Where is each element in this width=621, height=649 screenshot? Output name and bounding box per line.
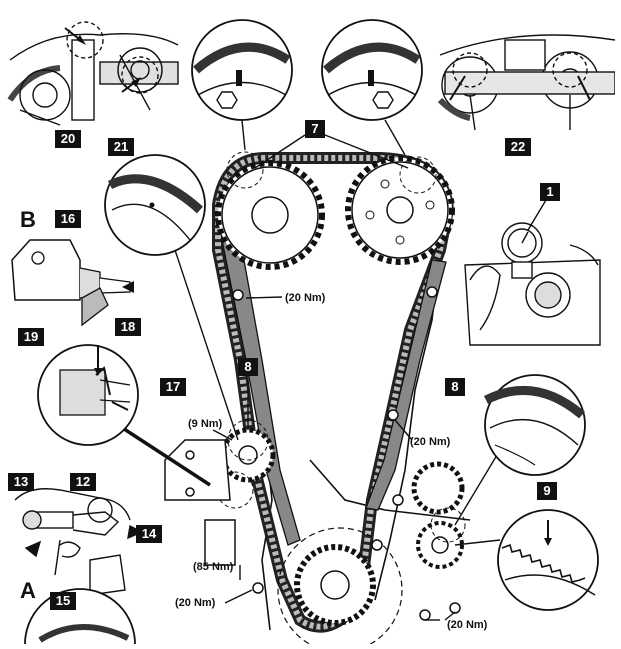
torque-20nm-right: (20 Nm)	[410, 436, 451, 448]
dial-gauge-detail	[464, 199, 601, 346]
magnifier-sprocket-closeup	[104, 154, 206, 256]
svg-text:9: 9	[543, 483, 550, 498]
arrows-top-right	[449, 75, 591, 101]
torque-9nm: (9 Nm)	[188, 418, 223, 430]
callout-8-left: 8	[238, 358, 258, 376]
torque-20nm-lower-right: (20 Nm)	[447, 619, 488, 631]
callout-22: 22	[505, 138, 531, 156]
torque-20nm-upper: (20 Nm)	[285, 292, 326, 304]
svg-text:8: 8	[451, 379, 458, 394]
detail-top-right	[437, 34, 615, 131]
view-label-b: B	[20, 207, 36, 232]
callout-12: 12	[70, 473, 96, 491]
tensioner-bracket	[164, 439, 236, 566]
svg-text:21: 21	[114, 139, 128, 154]
camshaft-sprocket-exhaust	[345, 155, 455, 265]
svg-text:17: 17	[166, 379, 180, 394]
view-b-tensioner	[11, 239, 134, 327]
crankshaft-sprocket	[277, 527, 403, 649]
svg-text:7: 7	[311, 121, 318, 136]
callout-18: 18	[115, 318, 141, 336]
svg-text:14: 14	[142, 526, 157, 541]
svg-text:19: 19	[24, 329, 38, 344]
magnifier-tensioner-pin	[37, 344, 139, 446]
svg-text:16: 16	[61, 211, 75, 226]
torque-20nm-lower-left: (20 Nm)	[175, 597, 216, 609]
callout-8-right: 8	[445, 378, 465, 396]
magnifier-cam-right	[321, 19, 423, 156]
svg-text:15: 15	[56, 593, 70, 608]
svg-text:8: 8	[244, 359, 251, 374]
arrow-top-left	[64, 27, 141, 93]
callout-21: 21	[108, 138, 134, 156]
svg-text:18: 18	[121, 319, 135, 334]
view-label-a: A	[20, 578, 36, 603]
callout-15: 15	[50, 592, 76, 610]
callout-14: 14	[136, 525, 162, 543]
callout-13: 13	[8, 473, 34, 491]
svg-text:22: 22	[511, 139, 525, 154]
magnifier-cam-left	[191, 19, 293, 151]
balance-shaft-sprocket	[216, 419, 276, 509]
torque-85nm: (85 Nm)	[193, 561, 234, 573]
bolts	[232, 286, 461, 621]
callout-17: 17	[160, 378, 186, 396]
svg-text:1: 1	[546, 184, 553, 199]
callout-9: 9	[537, 482, 557, 500]
svg-text:13: 13	[14, 474, 28, 489]
callout-19: 19	[18, 328, 44, 346]
magnifier-sprocket-right	[483, 374, 586, 476]
oil-pump-sprocket	[411, 461, 466, 569]
callout-1: 1	[540, 183, 560, 201]
callout-16: 16	[55, 210, 81, 228]
magnifier-gear-mesh	[497, 509, 599, 611]
chain-guides	[221, 237, 447, 546]
svg-text:20: 20	[61, 131, 75, 146]
svg-text:12: 12	[76, 474, 90, 489]
callout-20: 20	[55, 130, 81, 148]
callout-7: 7	[305, 120, 325, 138]
camshaft-sprocket-intake	[215, 151, 325, 270]
